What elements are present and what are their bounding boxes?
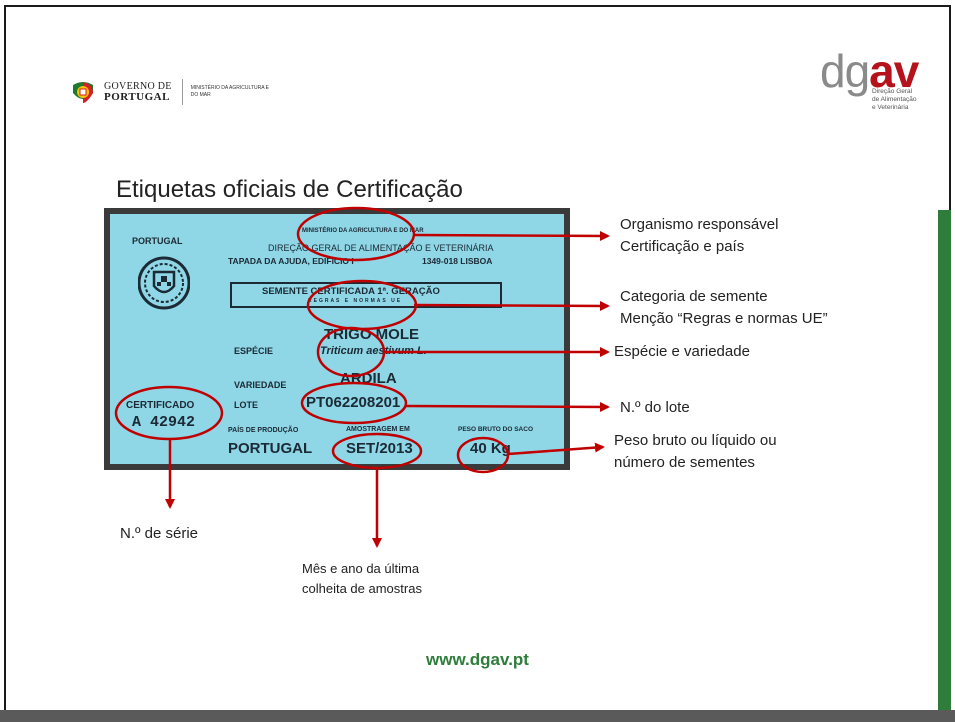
- footer-url[interactable]: www.dgav.pt: [426, 650, 529, 669]
- annotation-month: Mês e ano da última colheita de amostras: [302, 559, 422, 599]
- label-weight-value: 40 Kg: [470, 440, 511, 457]
- annotation-month-line1: Mês e ano da última: [302, 561, 420, 576]
- dgav-sub1: Direção Geral: [872, 88, 913, 95]
- annotation-serial: N.º de série: [120, 525, 199, 542]
- dgav-logo-dg: dg: [820, 45, 870, 97]
- annotation-weight: Peso bruto ou líquido ou número de semen…: [614, 430, 777, 474]
- label-category: SEMENTE CERTIFICADA 1ª. GERAÇÃO: [262, 286, 440, 297]
- slide-title: Etiquetas oficiais de Certificação: [116, 176, 463, 203]
- label-cert-value: A 42942: [132, 414, 196, 431]
- certification-label-image: PORTUGAL MINISTÉRIO DA AGRICULTURA E DO …: [104, 208, 570, 470]
- annotation-organism-line2: Certificação e país: [620, 238, 745, 255]
- label-sample-value: SET/2013: [346, 440, 413, 457]
- gov-line2: PORTUGAL: [104, 91, 170, 103]
- annotation-organism-line1: Organismo responsável: [620, 216, 779, 233]
- label-species-value: TRIGO MOLE: [324, 326, 419, 343]
- certification-label-card: PORTUGAL MINISTÉRIO DA AGRICULTURA E DO …: [110, 214, 564, 464]
- annotation-organism: Organismo responsável Certificação e paí…: [620, 214, 778, 258]
- coat-of-arms-icon: [137, 254, 191, 312]
- dgav-subtitle: Direção Geral de Alimentação e Veterinár…: [872, 88, 916, 112]
- annotation-category-line2: Menção “Regras e normas UE”: [620, 310, 828, 327]
- governo-portugal-logo: GOVERNO DE PORTUGAL MINISTÉRIO DA AGRICU…: [70, 78, 271, 106]
- annotation-lot: N.º do lote: [620, 399, 690, 416]
- label-prod-label: PAÍS DE PRODUÇÃO: [228, 427, 299, 434]
- annotation-species: Espécie e variedade: [614, 343, 750, 360]
- label-postcode: 1349-018 LISBOA: [422, 256, 493, 266]
- label-cert-label: CERTIFICADO: [126, 400, 195, 411]
- gov-ministry: MINISTÉRIO DA AGRICULTURA E DO MAR: [190, 85, 269, 98]
- label-address: TAPADA DA AJUDA, EDIFICIO I: [228, 256, 354, 266]
- gov-line1: GOVERNO DE: [104, 81, 172, 92]
- label-lot-value: PT062208201: [306, 394, 401, 411]
- gov-divider: [181, 79, 183, 105]
- annotation-weight-line1: Peso bruto ou líquido ou: [614, 432, 777, 449]
- dgav-sub2: de Alimentação: [872, 96, 917, 103]
- annotation-category: Categoria de semente Menção “Regras e no…: [620, 286, 828, 330]
- annotation-category-line1: Categoria de semente: [620, 288, 768, 305]
- label-weight-label: PESO BRUTO DO SACO: [458, 426, 534, 433]
- portugal-emblem-icon: [70, 79, 96, 105]
- label-country: PORTUGAL: [132, 236, 183, 246]
- bottom-bar: [0, 710, 955, 722]
- label-rules: REGRAS E NORMAS UE: [308, 298, 403, 304]
- label-direction: DIREÇÃO GERAL DE ALIMENTAÇÃO E VETERINÁR…: [268, 243, 494, 253]
- label-species-label: ESPÉCIE: [234, 346, 274, 356]
- label-prod-value: PORTUGAL: [228, 440, 313, 457]
- label-sample-label: AMOSTRAGEM EM: [346, 426, 410, 433]
- green-side-bar: [938, 210, 951, 710]
- label-lot-label: LOTE: [234, 400, 258, 410]
- dgav-sub3: e Veterinária: [872, 104, 909, 111]
- dgav-logo-av: av: [869, 45, 919, 97]
- annotation-month-line2: colheita de amostras: [302, 581, 422, 596]
- annotation-weight-line2: número de sementes: [614, 454, 755, 471]
- label-species-latin: Triticum aestivum L.: [320, 345, 427, 357]
- label-variety-label: VARIEDADE: [234, 380, 287, 390]
- label-variety-value: ARDILA: [340, 370, 397, 387]
- label-ministry: MINISTÉRIO DA AGRICULTURA E DO MAR: [302, 228, 424, 234]
- dgav-logo: dgav Direção Geral de Alimentação e Vete…: [820, 48, 930, 138]
